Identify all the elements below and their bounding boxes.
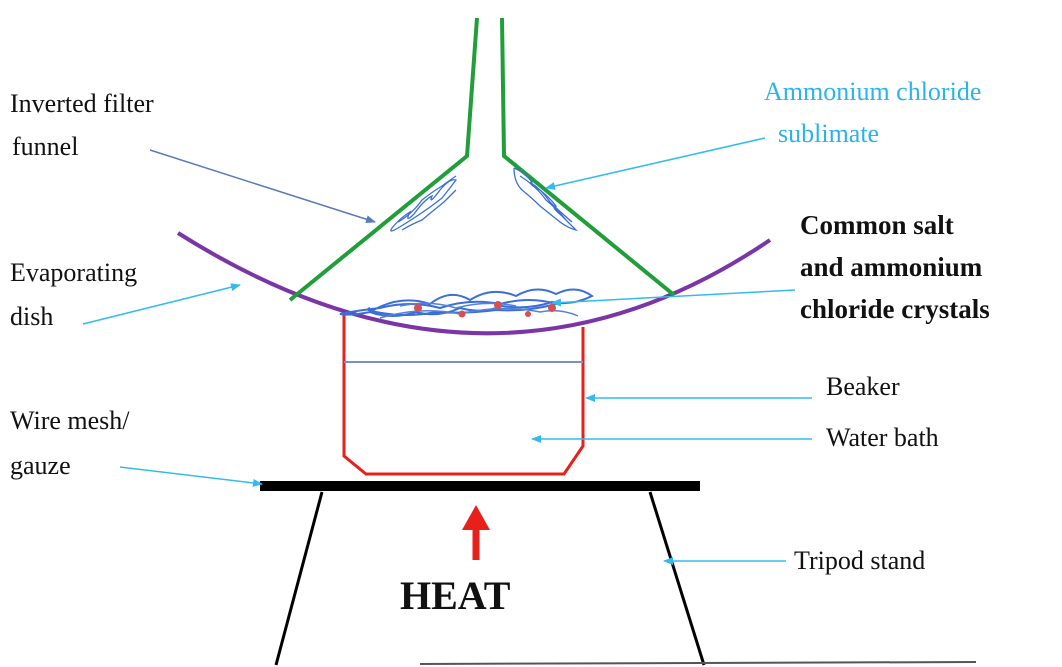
- ammonium-chloride-sublimate: [390, 167, 579, 232]
- heat-label: HEAT: [400, 573, 511, 618]
- funnel-pointer: [149, 149, 376, 224]
- tripod-label: Tripod stand: [794, 546, 925, 575]
- wire-mesh-gauze: [260, 481, 700, 491]
- tripod-stand: [274, 491, 706, 666]
- salt-and-ammonium-chloride-crystals: [339, 288, 594, 319]
- crystal-red-1: [414, 304, 422, 312]
- crystals-label-line1: Common salt: [800, 210, 954, 240]
- dish-label-line2: dish: [10, 302, 53, 331]
- water-bath-label: Water bath: [826, 423, 939, 452]
- funnel-right-side: [500, 17, 676, 297]
- funnel-label-line1: Inverted filter: [10, 89, 154, 118]
- tripod-left-leg: [274, 491, 324, 666]
- beaker: [342, 313, 585, 476]
- sublimate-pointer: [545, 137, 766, 190]
- crystals-pointer: [551, 289, 796, 307]
- inverted-filter-funnel: [288, 17, 676, 302]
- crystals-label-line2: and ammonium: [800, 252, 983, 282]
- funnel-left-side: [288, 17, 479, 302]
- sublimate-label-line1: Ammonium chloride: [764, 77, 981, 106]
- crystal-red-2: [458, 310, 466, 318]
- mesh-label-line1: Wire mesh/: [10, 406, 130, 435]
- dish-label-line1: Evaporating: [10, 258, 137, 287]
- crystal-red-4: [525, 311, 531, 317]
- sublimate-label-line2: sublimate: [778, 119, 879, 148]
- crystals-label-line3: chloride crystals: [800, 294, 990, 324]
- heat-arrow: [462, 505, 490, 560]
- beaker-label: Beaker: [826, 372, 900, 401]
- mesh-label-line2: gauze: [10, 451, 71, 480]
- dish-pointer: [82, 283, 241, 325]
- crystal-red-5: [548, 304, 556, 312]
- floor-line: [419, 661, 977, 665]
- crystal-red-3: [494, 301, 502, 309]
- evaporating-dish: [176, 231, 772, 336]
- crystal-scribble: [339, 288, 594, 317]
- tripod-right-leg: [648, 491, 706, 666]
- funnel-label-line2: funnel: [12, 132, 78, 161]
- mesh-pointer: [119, 466, 263, 487]
